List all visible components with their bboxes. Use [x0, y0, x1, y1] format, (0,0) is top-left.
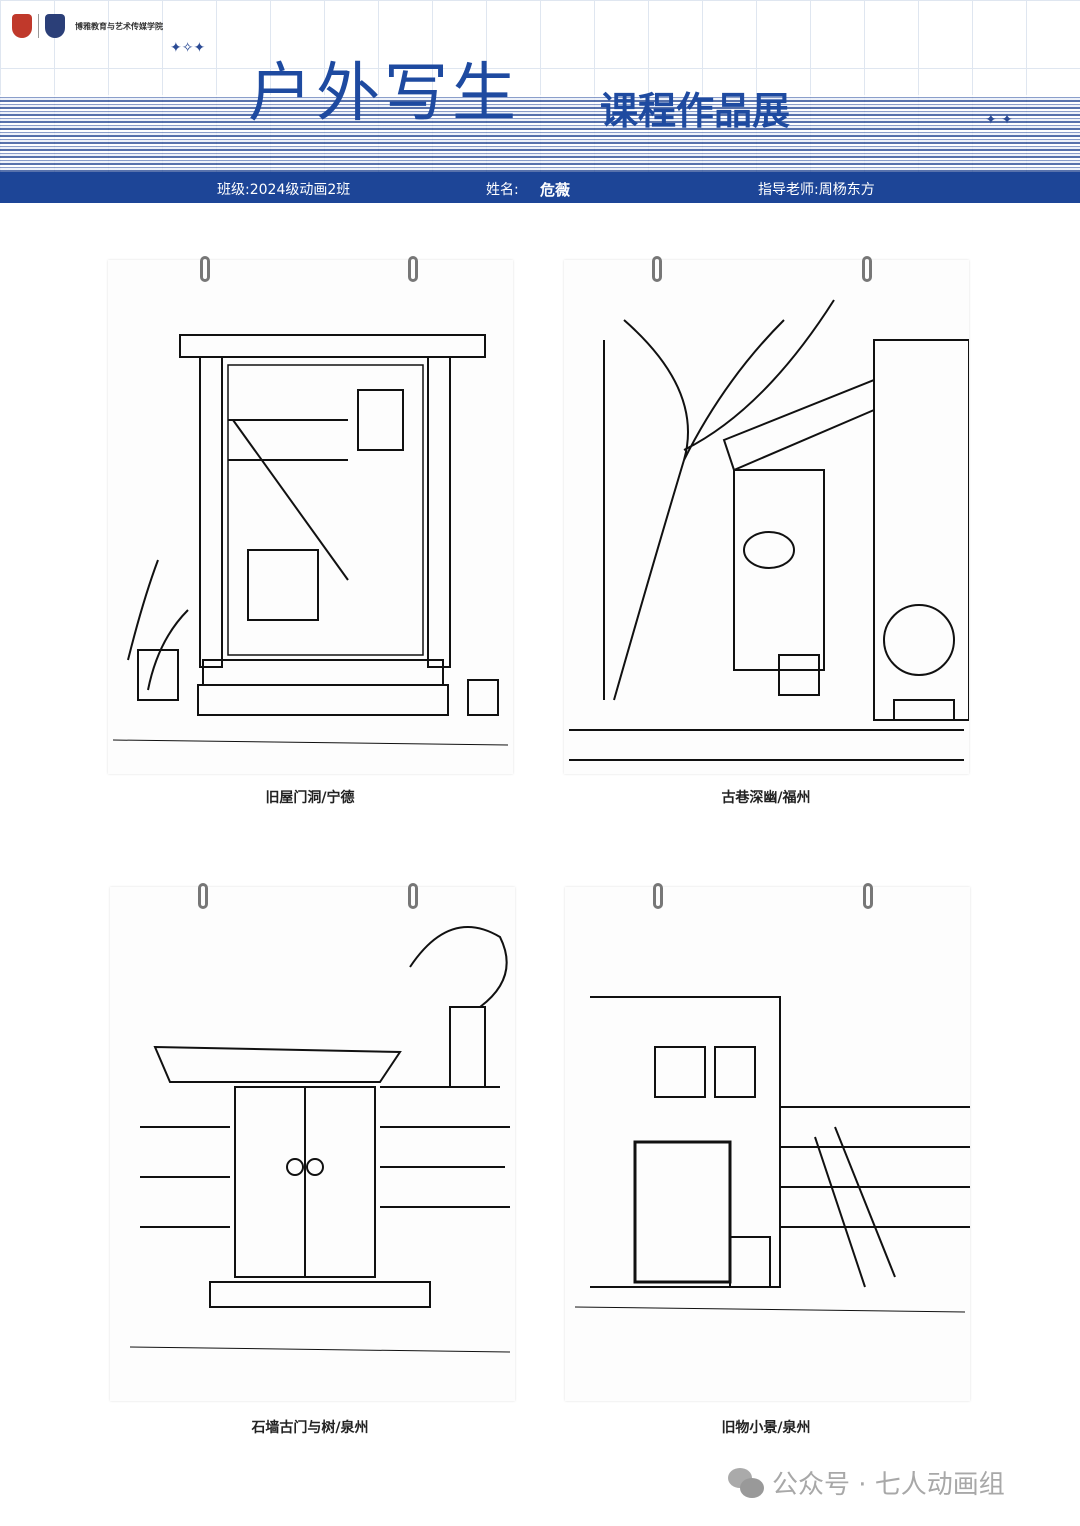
artwork-caption: 旧物小景/泉州 — [721, 1420, 811, 1436]
sketch-doorway — [112, 334, 509, 746]
sea-texture-band — [0, 95, 1080, 172]
poster-header: 博雅教育与艺术传媒学院 ✦✧✦ ✦ ✦ 户外写生 课程作品展 — [0, 0, 1080, 172]
binder-ring — [200, 256, 210, 282]
college-emblem-icon — [45, 14, 65, 38]
student-name: 危薇 — [540, 181, 571, 199]
sketch-alley — [569, 299, 970, 761]
artwork-ancient-alley — [564, 256, 970, 774]
name-label: 姓名: — [486, 182, 519, 198]
school-name: 博雅教育与艺术传媒学院 — [75, 21, 163, 31]
binder-ring — [862, 256, 872, 282]
page-subtitle: 课程作品展 — [600, 88, 791, 133]
wechat-watermark: 公众号 · 七人动画组 — [728, 1464, 1005, 1501]
watermark-text: 公众号 · 七人动画组 — [772, 1470, 1005, 1500]
info-bar: 班级:2024级动画2班 姓名: 危薇 指导老师:周杨东方 — [0, 172, 1080, 203]
sparkle-icon: ✦✧✦ — [170, 40, 206, 56]
artwork-stone-wall-gate-tree — [110, 883, 515, 1401]
artwork-caption: 石墙古门与树/泉州 — [251, 1420, 369, 1436]
class-info: 班级:2024级动画2班 — [217, 182, 351, 198]
binder-ring — [408, 256, 418, 282]
university-emblem-icon — [12, 14, 32, 38]
binder-ring — [408, 883, 418, 909]
teacher-info: 指导老师:周杨东方 — [758, 182, 875, 198]
wechat-icon — [728, 1467, 764, 1498]
artwork-caption: 旧屋门洞/宁德 — [265, 790, 355, 806]
binder-ring — [198, 883, 208, 909]
sparkle-icon: ✦ ✦ — [985, 112, 1013, 128]
artwork-caption: 古巷深幽/福州 — [721, 790, 811, 806]
artwork-old-objects-scene — [565, 883, 970, 1401]
sketch-stone-gate — [129, 926, 511, 1353]
binder-ring — [653, 883, 663, 909]
artwork-old-house-doorway — [108, 256, 513, 774]
school-logos: 博雅教育与艺术传媒学院 — [12, 14, 163, 38]
binder-ring — [863, 883, 873, 909]
binder-ring — [652, 256, 662, 282]
page-title: 户外写生 — [248, 57, 520, 131]
sketch-old-objects — [574, 996, 970, 1313]
